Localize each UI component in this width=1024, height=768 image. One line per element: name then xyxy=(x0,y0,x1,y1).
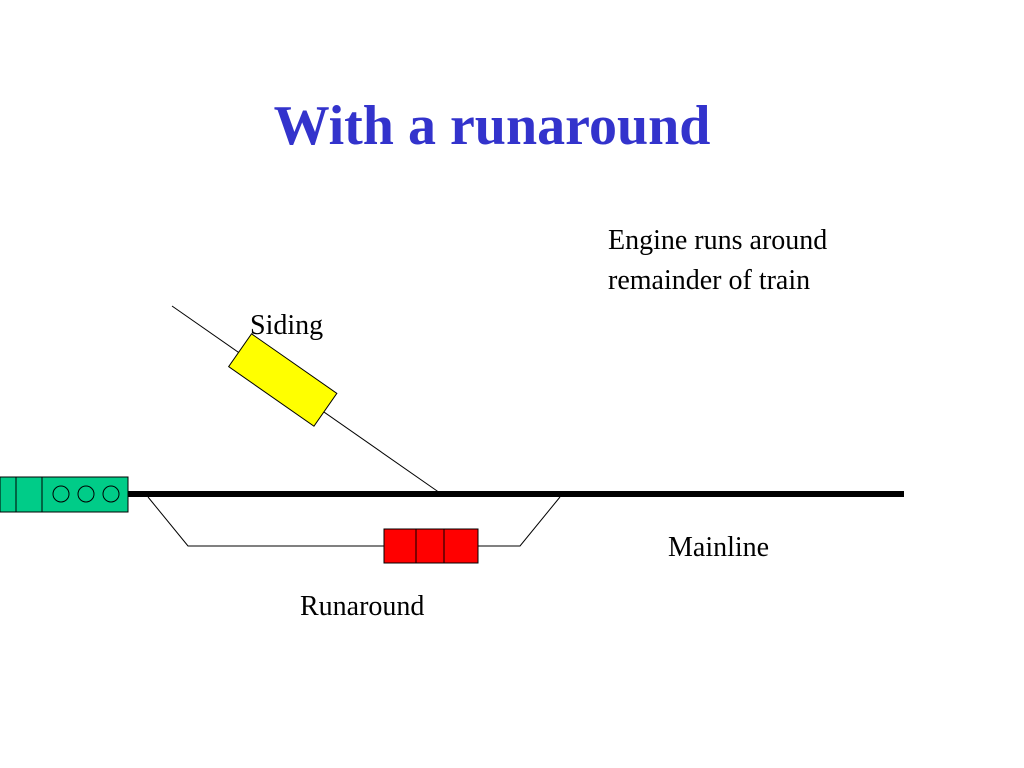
siding-label: Siding xyxy=(250,310,324,341)
engine-note-line-2: remainder of train xyxy=(608,265,811,296)
engine-wheel-3 xyxy=(102,485,120,503)
engine xyxy=(0,476,129,513)
runaround-car-1 xyxy=(383,528,417,564)
runaround-label: Runaround xyxy=(300,591,425,622)
mainline-label: Mainline xyxy=(668,532,770,563)
engine-icon xyxy=(0,476,129,513)
runaround-car-2 xyxy=(415,528,445,564)
runaround-cars xyxy=(383,528,479,564)
freight-car-icon xyxy=(227,333,338,427)
engine-note: Engine runs around remainder of train xyxy=(608,221,827,301)
engine-note-line-1: Engine runs around xyxy=(608,225,828,256)
runaround-car-3 xyxy=(443,528,479,564)
runaround-track xyxy=(147,496,561,547)
engine-wheel-1 xyxy=(52,485,70,503)
siding-car xyxy=(227,333,338,427)
engine-wheel-2 xyxy=(77,485,95,503)
slide-title: With a runaround xyxy=(273,95,711,157)
